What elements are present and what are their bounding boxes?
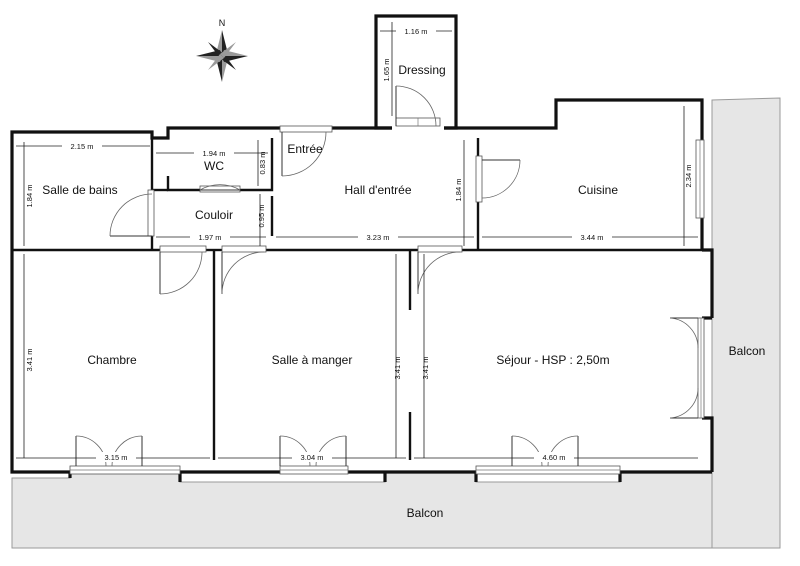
windows: [69, 117, 705, 475]
compass-north-label: N: [219, 18, 226, 28]
dim-cuisine-depth: 2.34 m: [684, 165, 693, 188]
room-label-hall: Hall d'entrée: [345, 183, 412, 197]
room-label-balcon-east: Balcon: [729, 344, 766, 358]
balcony-south-area: [11, 471, 780, 549]
dim-hall-depth: 1.84 m: [454, 179, 463, 202]
dim-sejour-depth: 3.41 m: [421, 357, 430, 380]
dim-salle-a-manger-depth: 3.41 m: [393, 357, 402, 380]
room-label-balcon-south: Balcon: [407, 506, 444, 520]
room-label-entree: Entrée: [287, 142, 323, 156]
room-label-cuisine: Cuisine: [578, 183, 618, 197]
dim-sdb-depth: 1.84 m: [25, 185, 34, 208]
dim-chambre-depth: 3.41 m: [25, 349, 34, 372]
room-label-dressing: Dressing: [398, 63, 445, 77]
dim-hall-width: 3.23 m: [367, 233, 390, 242]
dim-cuisine-width: 3.44 m: [581, 233, 604, 242]
interior-walls: [12, 138, 702, 460]
dimension-labels: 1.16 m 1.65 m 2.15 m 1.94 m 0.83 m 1.84 …: [25, 26, 693, 462]
room-label-couloir: Couloir: [195, 208, 233, 222]
dim-sdb-width: 2.15 m: [71, 142, 94, 151]
room-label-salle-de-bains: Salle de bains: [42, 183, 117, 197]
dim-dressing-depth: 1.65 m: [382, 59, 391, 82]
balcony-east-area: [711, 97, 781, 549]
dim-chambre-width: 3.15 m: [105, 453, 128, 462]
room-label-chambre: Chambre: [87, 353, 137, 367]
doors: [75, 85, 699, 467]
dim-dressing-width: 1.16 m: [405, 27, 428, 36]
dim-sejour-width: 4.60 m: [543, 453, 566, 462]
dim-couloir-depth: 0.95 m: [257, 205, 266, 228]
dim-wc-width: 1.94 m: [203, 149, 226, 158]
dim-salle-a-manger-width: 3.04 m: [301, 453, 324, 462]
room-label-wc: WC: [204, 159, 224, 173]
room-label-salle-a-manger: Salle à manger: [272, 353, 353, 367]
dim-wc-depth: 0.83 m: [258, 152, 267, 175]
room-labels: Dressing Entrée WC Hall d'entrée Cuisine…: [42, 63, 765, 520]
dim-couloir-width: 1.97 m: [199, 233, 222, 242]
compass-rose: N: [196, 18, 248, 82]
room-label-sejour: Séjour - HSP : 2,50m: [496, 353, 609, 367]
